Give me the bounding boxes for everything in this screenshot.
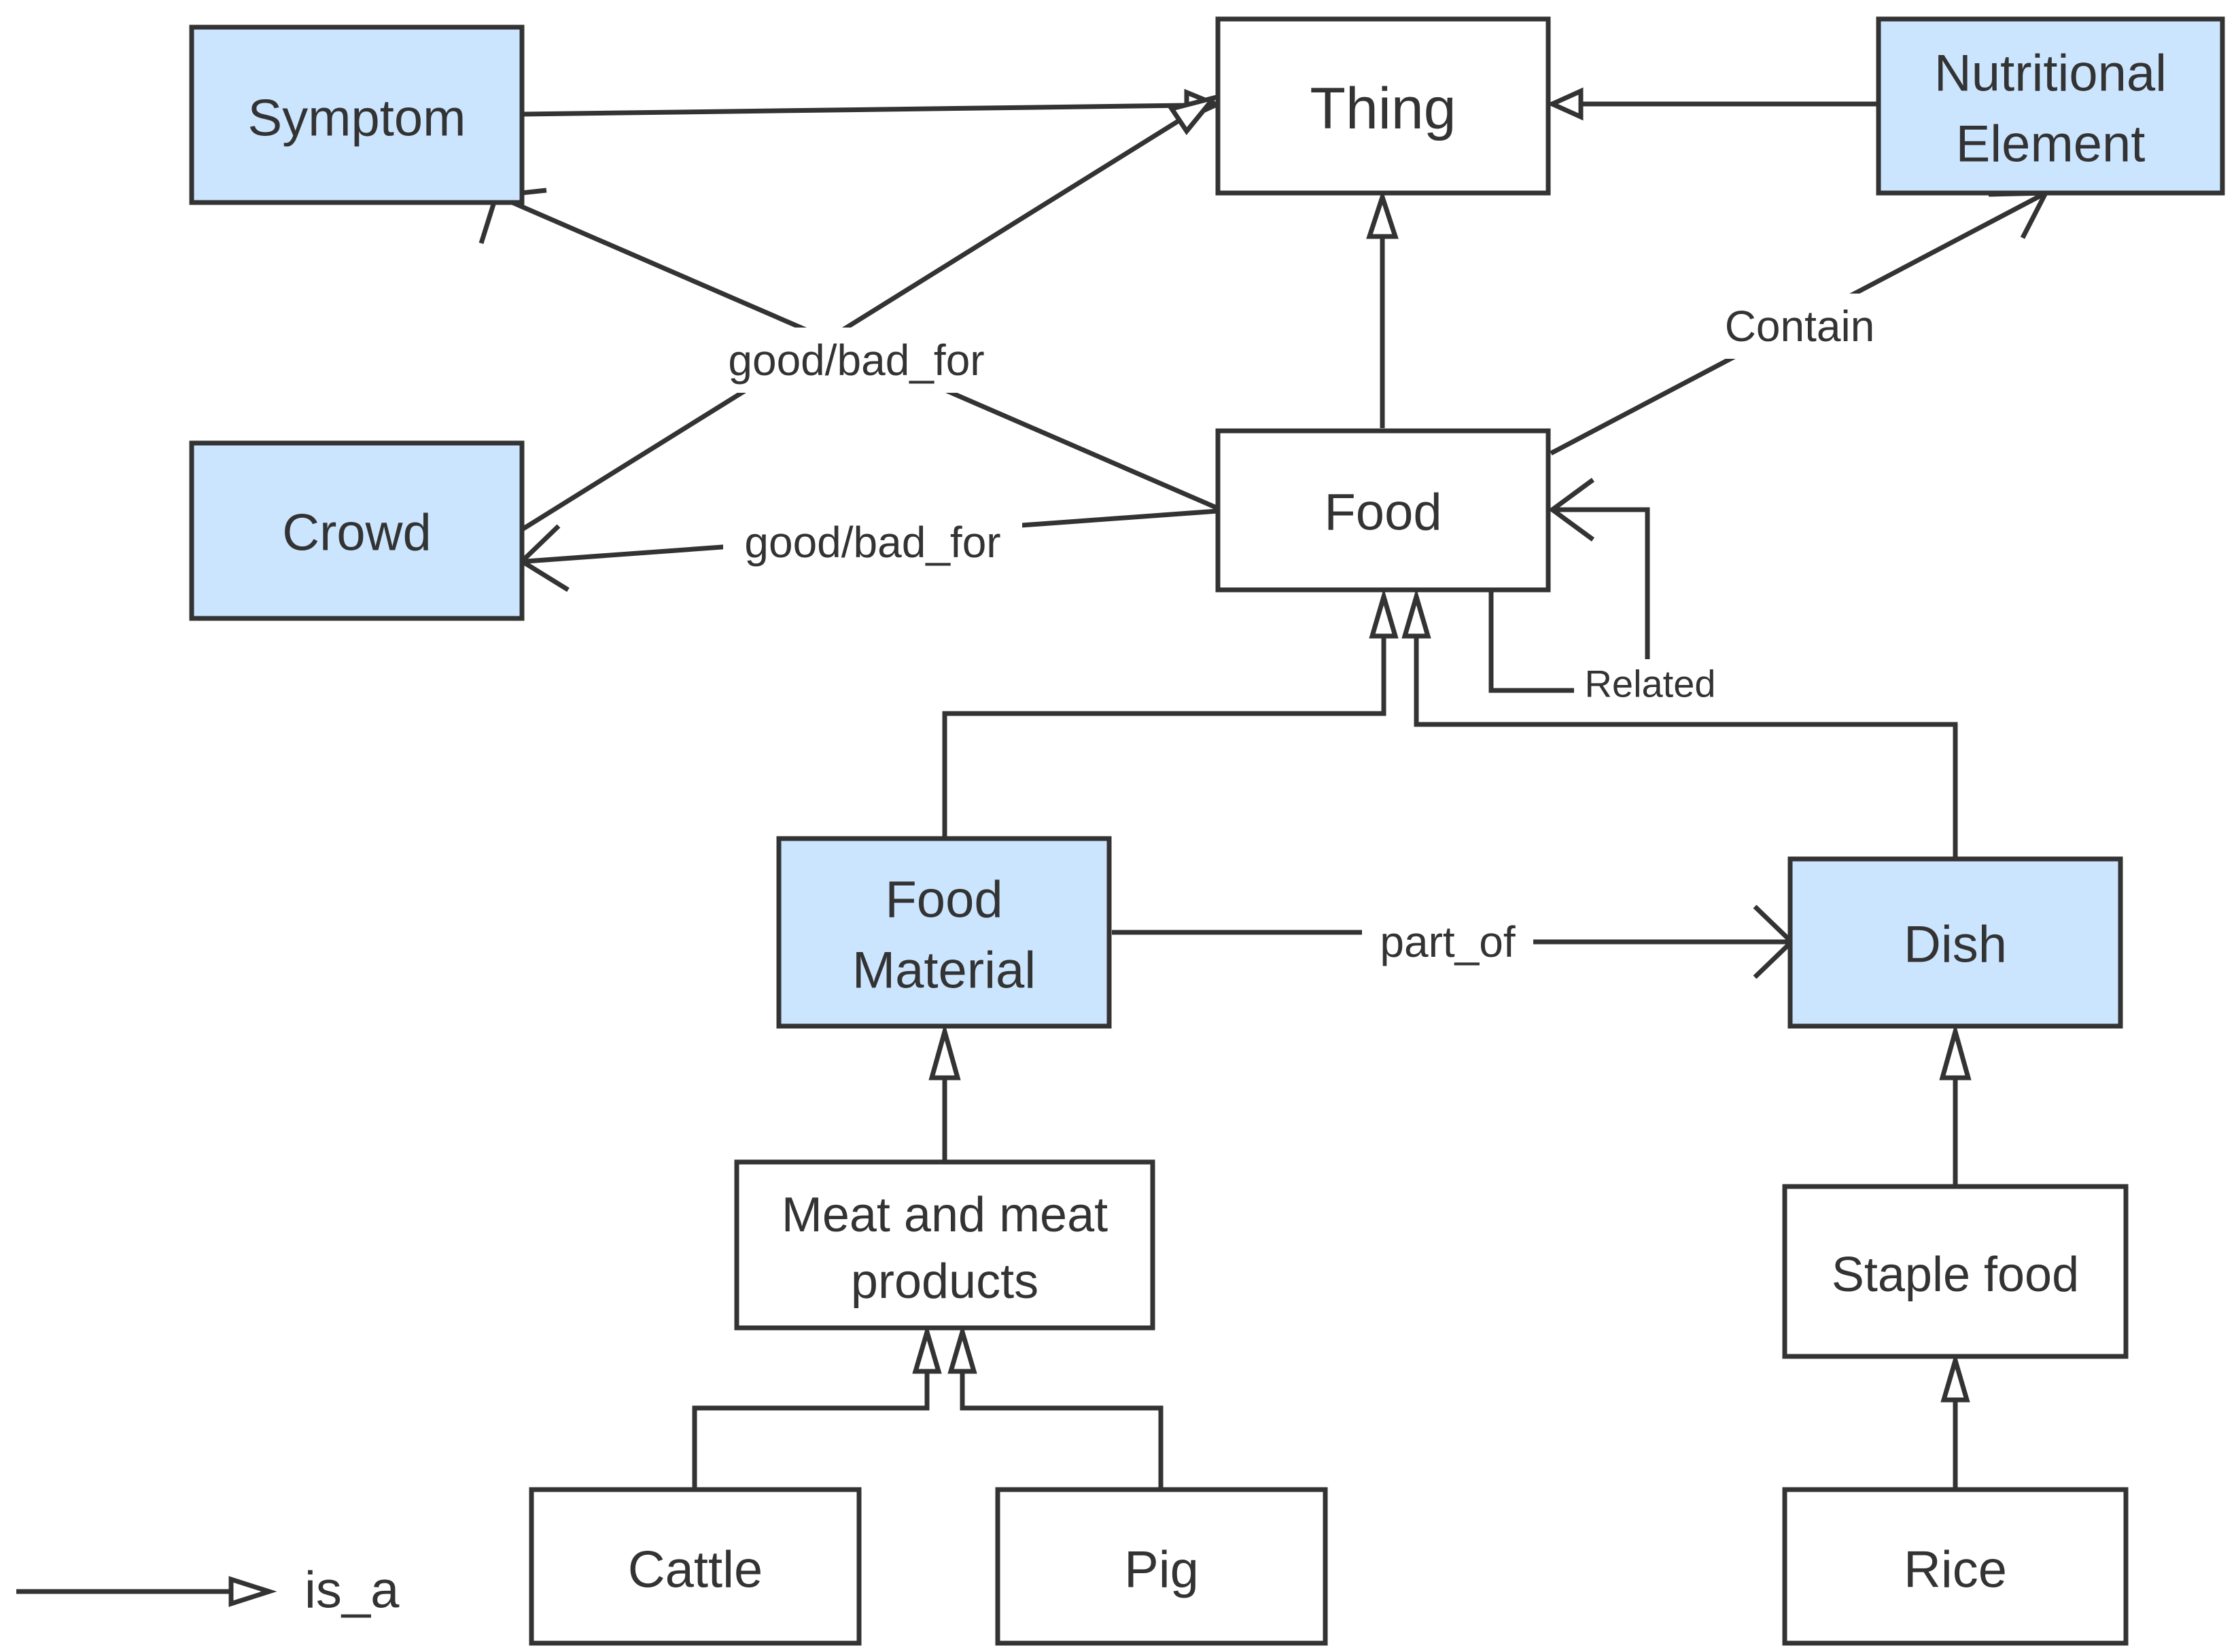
edge-label-contain: Contain (1715, 294, 1884, 359)
arrowhead-is-a (947, 1323, 977, 1374)
node-nutritional-element: Nutritional Element (1876, 16, 2225, 196)
arrowhead-is-a (928, 1022, 961, 1080)
svg-text:Meat and meat: Meat and meat (782, 1188, 1108, 1242)
arrowhead-is-a (1939, 1022, 1972, 1080)
legend: is_a (16, 1562, 400, 1619)
edge-symptom-is-a-thing (523, 103, 1189, 117)
edge-label-part-of: part_of (1362, 911, 1533, 976)
svg-text:Symptom: Symptom (248, 90, 466, 147)
svg-text:Nutritional: Nutritional (1934, 45, 2167, 103)
node-rice: Rice (1782, 1487, 2129, 1646)
edge-label-good-bad-for-crowd: good/bad_for (723, 510, 1022, 575)
svg-text:Crowd: Crowd (282, 504, 432, 562)
node-symptom: Symptom (189, 24, 525, 205)
arrowhead-is-a (1168, 93, 1221, 135)
edge-food-material-is-a-food (942, 636, 1386, 837)
node-food-material: Food Material (776, 836, 1112, 1029)
node-thing: Thing (1215, 16, 1551, 196)
arrowhead-is-a (1369, 588, 1399, 639)
edge-label-good-bad-for-symptom: good/bad_for (707, 328, 1006, 393)
svg-text:Element: Element (1956, 116, 2146, 173)
arrowhead-is-a (912, 1323, 942, 1374)
svg-text:Staple food: Staple food (1832, 1248, 2079, 1302)
edge-pig-is-a-meat (960, 1371, 1164, 1488)
node-food: Food (1215, 428, 1551, 593)
node-dish: Dish (1787, 856, 2123, 1029)
edge-crowd-is-a-thing (522, 112, 1191, 531)
arrowhead-is-a (1940, 1352, 1970, 1403)
edge-cattle-is-a-meat (692, 1371, 930, 1488)
node-pig: Pig (995, 1487, 1328, 1646)
arrowhead-is-a (1546, 87, 1584, 121)
svg-text:Pig: Pig (1124, 1541, 1199, 1599)
svg-text:Related: Related (1584, 663, 1715, 705)
legend-arrowhead-is-a (228, 1576, 277, 1607)
arrowhead-relation (1548, 478, 1595, 542)
arrowhead-is-a (1366, 189, 1399, 239)
node-cattle: Cattle (529, 1487, 862, 1646)
node-staple-food: Staple food (1782, 1184, 2129, 1359)
svg-text:Contain: Contain (1725, 302, 1875, 351)
svg-text:Food: Food (1324, 484, 1442, 542)
svg-text:good/bad_for: good/bad_for (744, 518, 1000, 567)
svg-text:good/bad_for: good/bad_for (728, 336, 984, 385)
svg-text:Dish: Dish (1904, 916, 2007, 974)
svg-text:Thing: Thing (1310, 76, 1456, 141)
svg-text:part_of: part_of (1380, 917, 1515, 966)
svg-text:products: products (851, 1254, 1038, 1309)
svg-text:Material: Material (852, 942, 1036, 1000)
arrowhead-is-a (1401, 588, 1431, 639)
edge-label-related: Related (1574, 659, 1726, 711)
svg-text:Cattle: Cattle (628, 1541, 763, 1599)
svg-text:Food: Food (885, 871, 1002, 929)
legend-label: is_a (304, 1562, 400, 1619)
node-meat-and-meat-products: Meat and meat products (734, 1159, 1155, 1331)
node-crowd: Crowd (189, 440, 525, 621)
svg-text:Rice: Rice (1904, 1541, 2007, 1599)
edge-dish-is-a-food (1414, 636, 1958, 858)
